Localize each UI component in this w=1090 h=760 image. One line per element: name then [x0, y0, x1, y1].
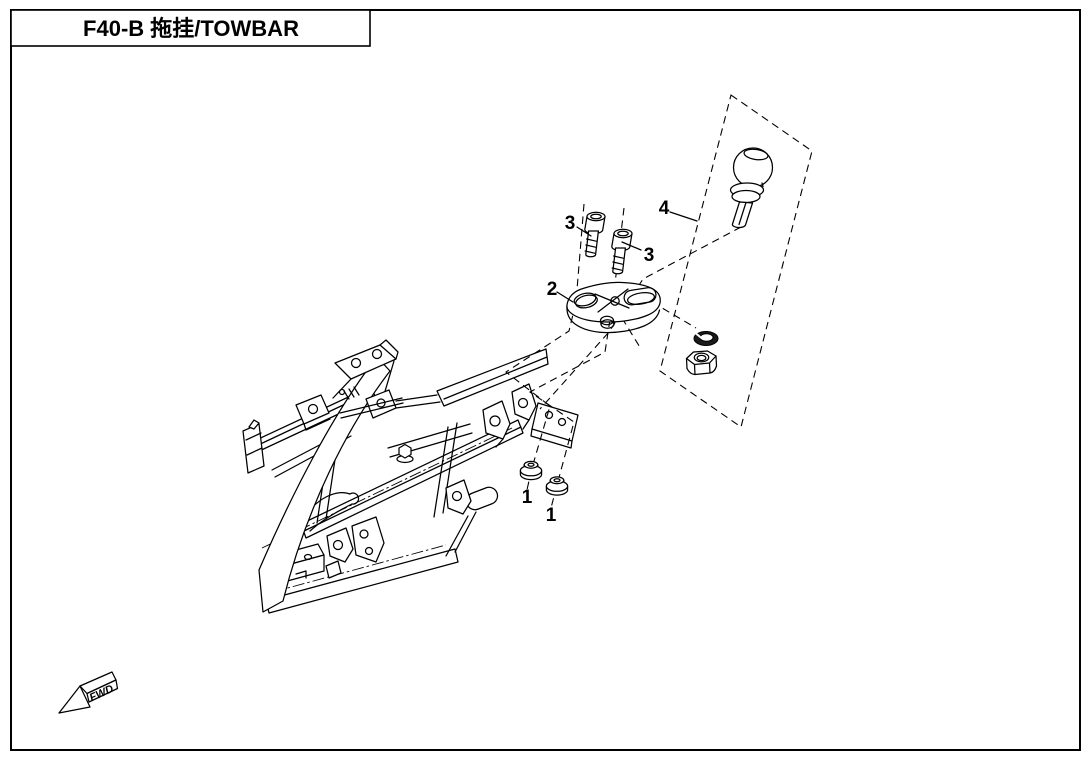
title-box [10, 9, 371, 47]
callout-labels: 4 3 3 2 1 1 [522, 198, 698, 526]
frame-assembly-drawing [242, 339, 579, 614]
callout-3-right: 3 [644, 245, 655, 266]
sheet-border [10, 9, 1081, 751]
bolt-left-axis-dashed-line [505, 203, 585, 495]
fwd-arrowhead [58, 685, 91, 714]
fwd-arrow-front-face [86, 679, 119, 703]
hex-nut-drawing [685, 350, 718, 376]
leader-line-3-right [621, 241, 642, 251]
towball-drawing [729, 147, 774, 229]
leader-line-2 [556, 291, 574, 303]
fwd-direction-marker: FWD [58, 671, 119, 714]
leader-line-3-left [576, 226, 592, 237]
bolt-left-drawing [584, 211, 606, 258]
bracket-hole-dashed-line [621, 317, 642, 350]
callout-1-rear: 1 [546, 505, 557, 526]
part-group-outline-dashed-box [659, 94, 813, 428]
callout-2: 2 [547, 279, 558, 300]
callout-3-left: 3 [565, 213, 576, 234]
callout-4: 4 [659, 198, 670, 219]
lock-washer-drawing [693, 331, 719, 346]
towbar-bracket-drawing [566, 281, 661, 334]
leader-line-4 [669, 211, 698, 222]
flange-nut-front-drawing [519, 460, 543, 481]
diagram-title: F40-B 拖挂/TOWBAR [83, 16, 299, 41]
washer-nut-axis-dashed-line [651, 301, 697, 329]
callout-1-front: 1 [522, 487, 533, 508]
